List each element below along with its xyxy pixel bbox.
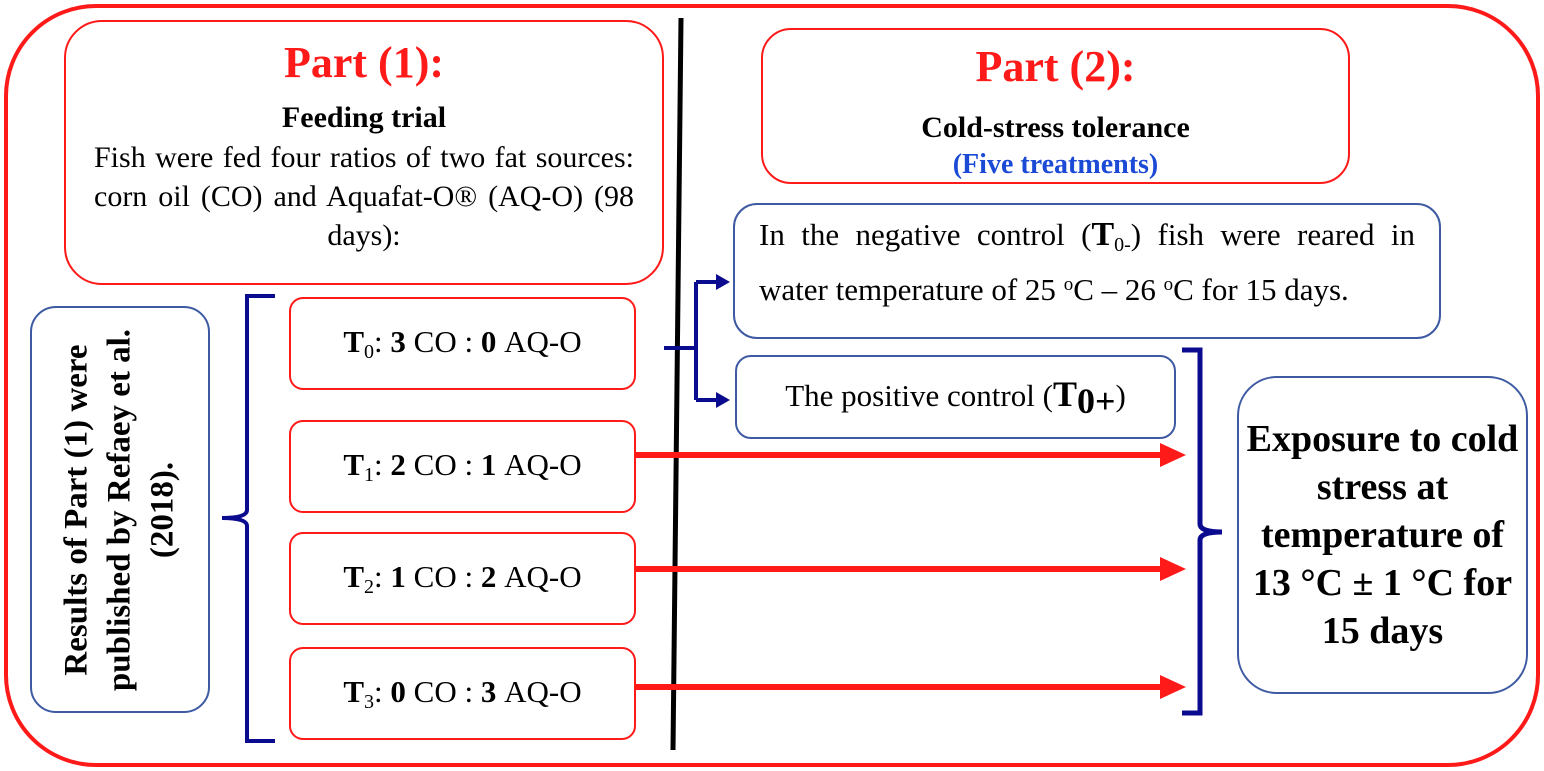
right-brace [1182, 347, 1223, 716]
negative-control-label: T [1091, 216, 1115, 253]
part2-note: (Five treatments) [952, 149, 1159, 180]
results-note-text: Results of Part (1) were published by Re… [58, 328, 181, 691]
arrow-head-t2 [1160, 557, 1186, 581]
part1-description: Fish were fed four ratios of two fat sou… [94, 141, 634, 252]
treatment-label: T0: 3 CO : 0 AQ-O [343, 323, 582, 363]
degree-mark-1: o [1063, 274, 1074, 295]
positive-control-text: The positive control (T0+) [785, 373, 1126, 421]
negative-control-end: C for 15 days. [1173, 272, 1349, 307]
part2-title: Part (2): [975, 42, 1136, 91]
part1-subtitle: Feeding trial [281, 101, 447, 134]
treatment-box-t3: T3: 0 CO : 3 AQ-O [289, 647, 636, 740]
part1-title: Part (1): [283, 38, 444, 87]
negative-control-box: In the negative control (T0-) fish were … [733, 203, 1441, 339]
negative-control-text-after: ) fish were reared in water temperature … [759, 217, 1415, 307]
results-note-box: Results of Part (1) were published by Re… [30, 306, 210, 713]
part2-subtitle: Cold-stress tolerance [921, 111, 1190, 144]
treatment-label: T3: 0 CO : 3 AQ-O [343, 673, 582, 713]
negative-control-text-before: In the negative control ( [759, 217, 1092, 252]
treatment-box-t1: T1: 2 CO : 1 AQ-O [289, 420, 636, 513]
treatment-box-t0: T0: 3 CO : 0 AQ-O [289, 297, 636, 390]
arrow-head-t1 [1160, 443, 1186, 467]
arrow-head-positive [716, 392, 730, 408]
part2-box: Part (2): Cold-stress tolerance (Five tr… [761, 28, 1350, 184]
treatment-label: T1: 2 CO : 1 AQ-O [343, 446, 582, 486]
arrow-head-t3 [1160, 675, 1186, 699]
negative-control-mid: C – 26 [1073, 272, 1156, 307]
exposure-box: Exposure to cold stress at temperature o… [1237, 376, 1528, 694]
degree-mark-2: o [1163, 274, 1174, 295]
positive-control-box: The positive control (T0+) [735, 355, 1176, 439]
exposure-text: Exposure to cold stress at temperature o… [1246, 418, 1519, 652]
left-brace [221, 294, 275, 743]
negative-control-label-sub: 0- [1114, 234, 1131, 256]
outer-frame [4, 4, 1540, 767]
vertical-divider [670, 17, 684, 751]
treatment-box-t2: T2: 1 CO : 2 AQ-O [289, 532, 636, 625]
arrow-head-negative [716, 274, 730, 290]
treatment-label: T2: 1 CO : 2 AQ-O [343, 558, 582, 598]
part1-box: Part (1): Feeding trial Fish were fed fo… [64, 20, 664, 285]
